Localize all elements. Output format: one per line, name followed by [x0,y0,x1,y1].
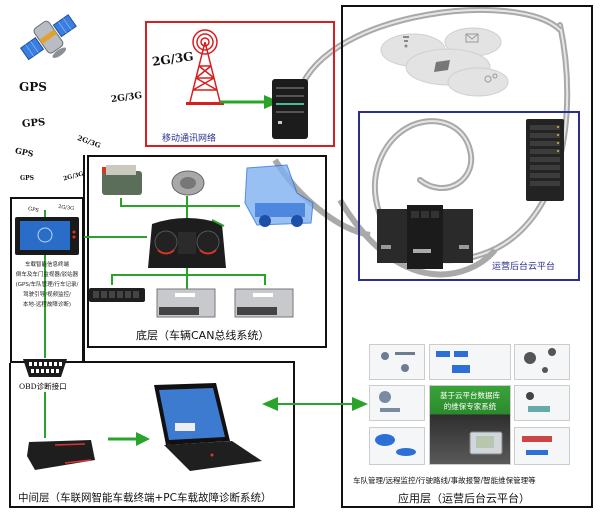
application-layer-frame [341,5,593,508]
switch-panel-icon [89,288,145,302]
expert-system-banner-line: 的维保专家系统 [443,402,497,411]
server-rack-icon [526,119,564,201]
bidirectional-arrow [262,397,368,411]
server-icon [272,79,308,139]
application-services: 车队管理/远程监控/行驶路线/事故报警/智能维保管理等 [353,476,536,485]
terminal-description: 车载智能信息终端 倒车及车门监视器/驳站器 (GPS/车队管理/行车记录/ 驾驶… [10,260,84,310]
middle-layer-title: 中间层（车联网智能车载终端+PC车载故障诊断系统） [18,492,272,504]
obd-adapter-icon [27,440,95,470]
diagram-thumbnail [369,427,425,465]
server-cluster-icon [377,205,473,269]
satellite-icon [18,12,80,64]
terminal-description-line: 本地-远程故障诊断) [22,302,72,308]
diagnostic-tablet-icon [469,431,503,455]
outer-l-frame-vertical [83,155,85,363]
expert-system-banner: 基于云平台数据库 的维保专家系统 [429,385,511,465]
outer-l-frame-horizontal [83,361,295,363]
diagram-thumbnail [514,344,570,380]
mobile-network-box [145,21,335,147]
diagram-thumbnail [429,344,511,380]
bottom-layer-box [87,155,327,348]
cloud-icon [380,27,509,97]
diagram-thumbnail [369,385,425,421]
ecu-module-icon [234,288,294,318]
mobile-network-title: 移动通讯网络 [162,134,217,144]
head-unit-display-icon [15,217,79,255]
obd-connector-icon [23,359,67,377]
cloud-platform-title: 运营后台云平台 [492,262,556,272]
cell-tower-icon [186,29,224,105]
gps-label: GPS [20,175,34,182]
engine-icon [102,165,142,195]
cloud-platform-box [358,111,580,281]
ecu-module-icon [156,288,216,318]
middle-layer-frame-left [9,363,11,508]
diagram-thumbnail [514,427,570,465]
expert-system-banner-line: 基于云平台数据库 [440,391,500,400]
terminal-description-line: (GPS/车队管理/行车记录/ [15,282,79,288]
diagram-thumbnail [369,344,425,380]
application-layer-title: 应用层（运营后台云平台） [398,492,530,505]
gearbox-icon [171,170,205,196]
terminal-description-line: 倒车及车门监视器/驳站器 [15,272,79,278]
terminal-description-line: 驾驶引导/视频监控/ [23,292,71,298]
middle-layer-frame-right [293,361,295,508]
bottom-layer-title: 底层（车辆CAN总线系统） [136,329,270,342]
diagram-thumbnail [514,385,570,421]
truck-chassis-icon [244,164,314,227]
terminal-description-line: 车载智能信息终端 [24,262,69,268]
middle-layer-frame-bottom [9,506,295,508]
gps-label: GPS [19,80,47,94]
laptop-icon [154,383,262,471]
arrow-right [108,432,150,446]
instrument-cluster-icon [148,218,226,268]
obd-label: OBD诊断接口 [19,382,67,391]
